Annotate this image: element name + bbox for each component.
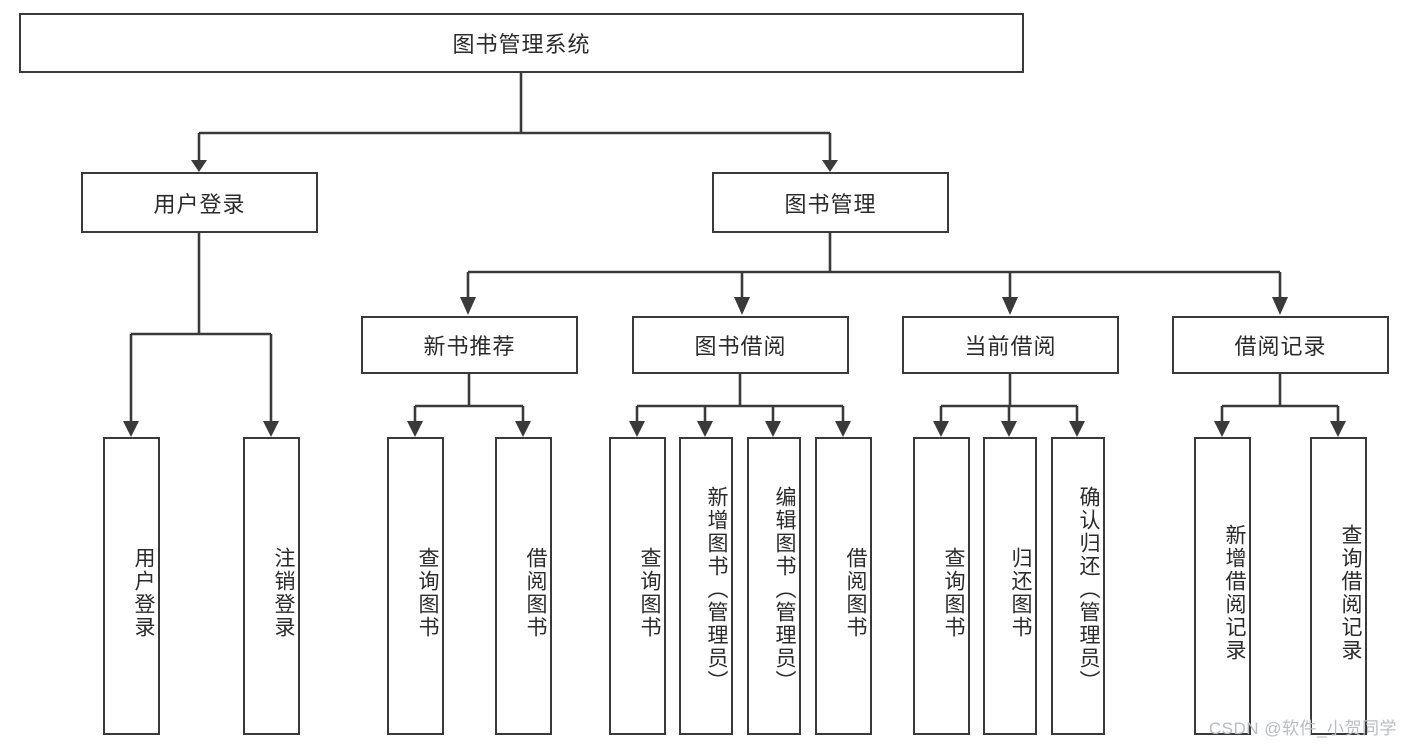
node-label: 借阅图书: [844, 547, 867, 639]
node-label: 图书借阅: [694, 334, 787, 359]
node-borrow-record[interactable]: 借阅记录: [1172, 316, 1389, 374]
node-book-manage[interactable]: 图书管理: [712, 172, 949, 233]
leaf-query-borrow-record[interactable]: 查询借阅记录: [1310, 437, 1367, 735]
node-current-borrow[interactable]: 当前借阅: [902, 316, 1119, 374]
node-label: 归还图书: [1009, 547, 1032, 639]
leaf-user-logout[interactable]: 注销登录: [243, 437, 300, 735]
leaf-add-book[interactable]: 新增图书（管理员）: [679, 437, 733, 735]
node-label: 新书推荐: [423, 334, 516, 359]
leaf-query-book-current[interactable]: 查询图书: [913, 437, 970, 735]
node-label: 查询图书: [416, 547, 439, 639]
node-label: 查询图书: [942, 547, 965, 639]
leaf-borrow-book-recommend[interactable]: 借阅图书: [495, 437, 552, 735]
node-label: 编辑图书（管理员）: [773, 485, 796, 693]
node-label: 确认归还（管理员）: [1077, 485, 1100, 693]
node-label: 借阅记录: [1234, 334, 1327, 359]
node-label: 图书管理系统: [452, 32, 591, 57]
leaf-add-borrow-record[interactable]: 新增借阅记录: [1194, 437, 1251, 735]
leaf-query-book-recommend[interactable]: 查询图书: [387, 437, 444, 735]
node-new-book-recommend[interactable]: 新书推荐: [361, 316, 578, 374]
leaf-query-book-borrow[interactable]: 查询图书: [609, 437, 666, 735]
node-label: 新增借阅记录: [1223, 524, 1246, 662]
leaf-user-login[interactable]: 用户登录: [103, 437, 160, 735]
node-label: 用户登录: [153, 191, 246, 217]
node-label: 图书管理: [784, 191, 877, 217]
node-label: 用户登录: [132, 547, 155, 639]
leaf-edit-book[interactable]: 编辑图书（管理员）: [747, 437, 801, 735]
node-root-system[interactable]: 图书管理系统: [19, 13, 1024, 73]
node-label: 注销登录: [272, 547, 295, 639]
csdn-watermark: CSDN @软件_小贺同学: [1208, 719, 1397, 738]
node-label: 当前借阅: [964, 334, 1057, 359]
node-label: 查询借阅记录: [1339, 524, 1362, 662]
leaf-confirm-return[interactable]: 确认归还（管理员）: [1051, 437, 1105, 735]
node-user-login[interactable]: 用户登录: [81, 172, 318, 233]
leaf-return-book[interactable]: 归还图书: [983, 437, 1037, 735]
node-book-borrow[interactable]: 图书借阅: [632, 316, 849, 374]
node-label: 新增图书（管理员）: [705, 485, 728, 693]
node-label: 借阅图书: [524, 547, 547, 639]
node-label: 查询图书: [638, 547, 661, 639]
leaf-borrow-book[interactable]: 借阅图书: [815, 437, 872, 735]
